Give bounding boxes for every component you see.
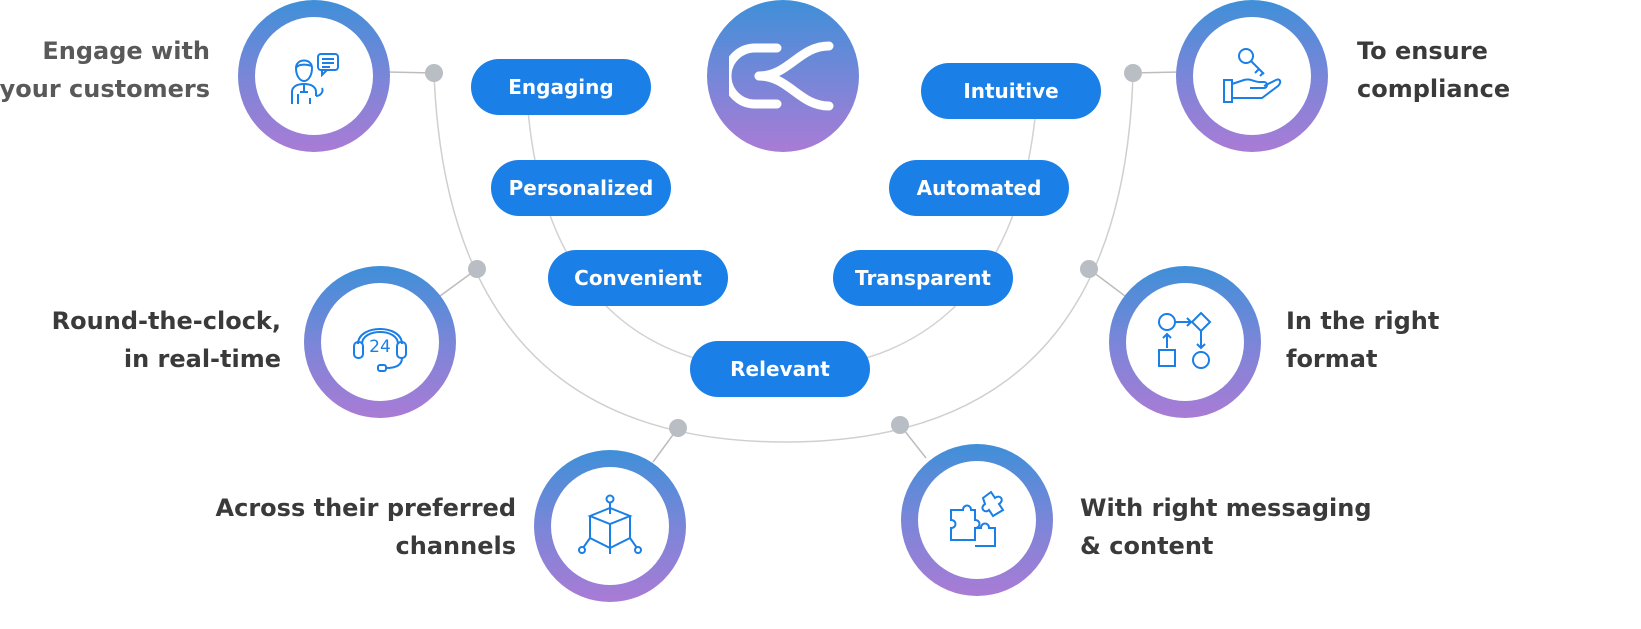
pill-intuitive: Intuitive bbox=[921, 63, 1101, 119]
puzzle-icon bbox=[950, 490, 1005, 547]
pill-personalized: Personalized bbox=[491, 160, 671, 216]
label-messaging: With right messaging & content bbox=[1080, 489, 1372, 565]
node-dot bbox=[891, 416, 909, 434]
format-ring bbox=[1109, 266, 1261, 418]
headset-24-icon: 24 bbox=[353, 328, 407, 372]
cx-logo bbox=[707, 0, 859, 152]
pill-relevant: Relevant bbox=[690, 341, 870, 397]
pill-automated: Automated bbox=[889, 160, 1069, 216]
node-dot bbox=[468, 260, 486, 278]
compliance-ring bbox=[1176, 0, 1328, 152]
label-engage-line1: Engage with bbox=[42, 37, 210, 65]
label-engage-line2: your customers bbox=[0, 75, 210, 103]
round-ring: 24 bbox=[304, 266, 456, 418]
node-dot bbox=[425, 64, 443, 82]
cx-logo-icon bbox=[729, 41, 834, 111]
pill-engaging: Engaging bbox=[471, 59, 651, 115]
label-across-line1: Across their preferred bbox=[215, 494, 516, 522]
flowchart-icon bbox=[1158, 311, 1212, 369]
label-across: Across their preferred channels bbox=[216, 489, 516, 565]
node-dot bbox=[1124, 64, 1142, 82]
outer-arc bbox=[433, 72, 1134, 443]
headset-24-text: 24 bbox=[369, 337, 391, 357]
cube-channels-icon bbox=[578, 494, 642, 554]
messaging-ring bbox=[901, 444, 1053, 596]
key-in-hand-icon bbox=[1223, 48, 1282, 103]
label-messaging-line2: & content bbox=[1080, 532, 1214, 560]
pill-transparent: Transparent bbox=[833, 250, 1013, 306]
pill-convenient: Convenient bbox=[548, 250, 728, 306]
label-format: In the right format bbox=[1286, 302, 1439, 378]
node-dot bbox=[1080, 260, 1098, 278]
engage-ring bbox=[238, 0, 390, 152]
label-format-line2: format bbox=[1286, 345, 1378, 373]
node-dot bbox=[669, 419, 687, 437]
label-messaging-line1: With right messaging bbox=[1080, 494, 1372, 522]
label-round-line2: in real-time bbox=[123, 345, 281, 373]
label-across-line2: channels bbox=[395, 532, 516, 560]
label-compliance-line2: compliance bbox=[1357, 75, 1511, 103]
customer-chat-icon bbox=[291, 53, 339, 104]
label-compliance-line1: To ensure bbox=[1357, 37, 1488, 65]
label-compliance: To ensure compliance bbox=[1357, 32, 1510, 108]
label-round-line1: Round-the-clock, bbox=[51, 307, 281, 335]
label-round: Round-the-clock, in real-time bbox=[52, 302, 281, 378]
across-ring bbox=[534, 450, 686, 602]
label-engage: Engage with your customers bbox=[0, 32, 210, 108]
label-format-line1: In the right bbox=[1286, 307, 1440, 335]
